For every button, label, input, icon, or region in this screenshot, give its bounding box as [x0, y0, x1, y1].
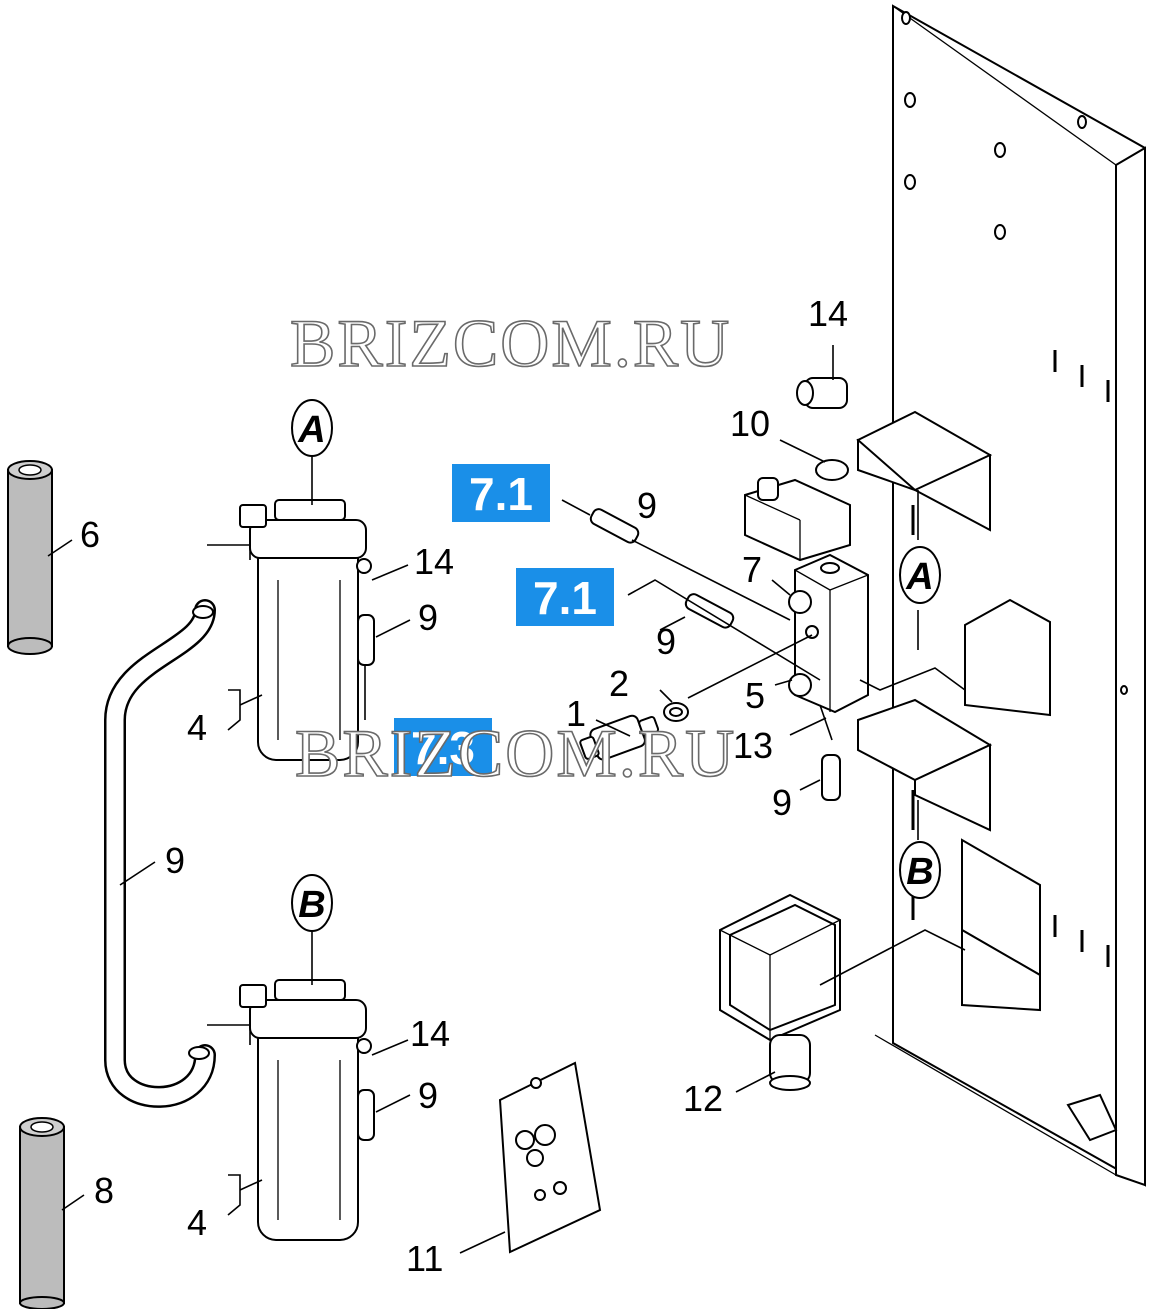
solenoid-valve — [744, 459, 851, 562]
callout-4: 4 — [187, 707, 207, 748]
filter-housing-b — [239, 979, 372, 1241]
leader-lines — [47, 345, 966, 1254]
callout-14: 14 — [808, 293, 848, 334]
callout-6: 6 — [80, 514, 100, 555]
callout-9: 9 — [656, 621, 676, 662]
callout-9: 9 — [418, 1075, 438, 1116]
svg-text:7.1: 7.1 — [469, 468, 533, 520]
callout-11: 11 — [406, 1238, 443, 1279]
watermark-upper: BRIZCOM.RU — [290, 305, 731, 381]
ref-box-7-1-top[interactable]: 7.1 — [452, 464, 550, 522]
callout-9: 9 — [165, 840, 185, 881]
svg-text:B: B — [906, 851, 933, 893]
callout-5: 5 — [745, 675, 765, 716]
section-marker-b-panel: B — [899, 841, 941, 899]
watermark-lower: BRIZCOM.RU — [295, 715, 736, 791]
svg-text:7.1: 7.1 — [533, 572, 597, 624]
elbow-fitting — [796, 377, 848, 409]
pressure-switch — [579, 714, 660, 761]
seal-kit-bag — [498, 1061, 602, 1254]
callout-7: 7 — [742, 549, 762, 590]
callout-labels: 14 10 9 7 9 2 5 1 13 9 6 14 9 4 9 14 9 8… — [80, 293, 848, 1279]
callout-4: 4 — [187, 1202, 207, 1243]
pump-unit — [719, 893, 841, 1091]
callout-10: 10 — [730, 403, 770, 444]
callout-9: 9 — [418, 597, 438, 638]
valve-block — [788, 553, 869, 714]
callout-14: 14 — [414, 541, 454, 582]
ref-box-7-3[interactable]: 7.3 — [394, 718, 492, 776]
cartridge-6 — [7, 460, 53, 655]
svg-text:7.3: 7.3 — [411, 722, 475, 774]
svg-text:B: B — [298, 884, 325, 926]
section-marker-a-panel: A — [899, 546, 941, 604]
mounting-panel — [856, 4, 1146, 1187]
callout-9: 9 — [637, 485, 657, 526]
cartridge-8 — [19, 1117, 65, 1309]
callout-14: 14 — [410, 1013, 450, 1054]
callout-8: 8 — [94, 1170, 114, 1211]
callout-12: 12 — [683, 1078, 723, 1119]
section-marker-a-upper: A — [291, 399, 333, 457]
ref-box-7-1-mid[interactable]: 7.1 — [516, 568, 614, 626]
callout-1: 1 — [566, 693, 586, 734]
svg-text:A: A — [297, 409, 325, 451]
section-marker-b-upper: B — [291, 874, 333, 932]
callout-2: 2 — [609, 663, 629, 704]
filter-housing-a — [239, 499, 372, 761]
callout-9: 9 — [772, 782, 792, 823]
svg-text:A: A — [905, 556, 933, 598]
callout-13: 13 — [733, 725, 773, 766]
